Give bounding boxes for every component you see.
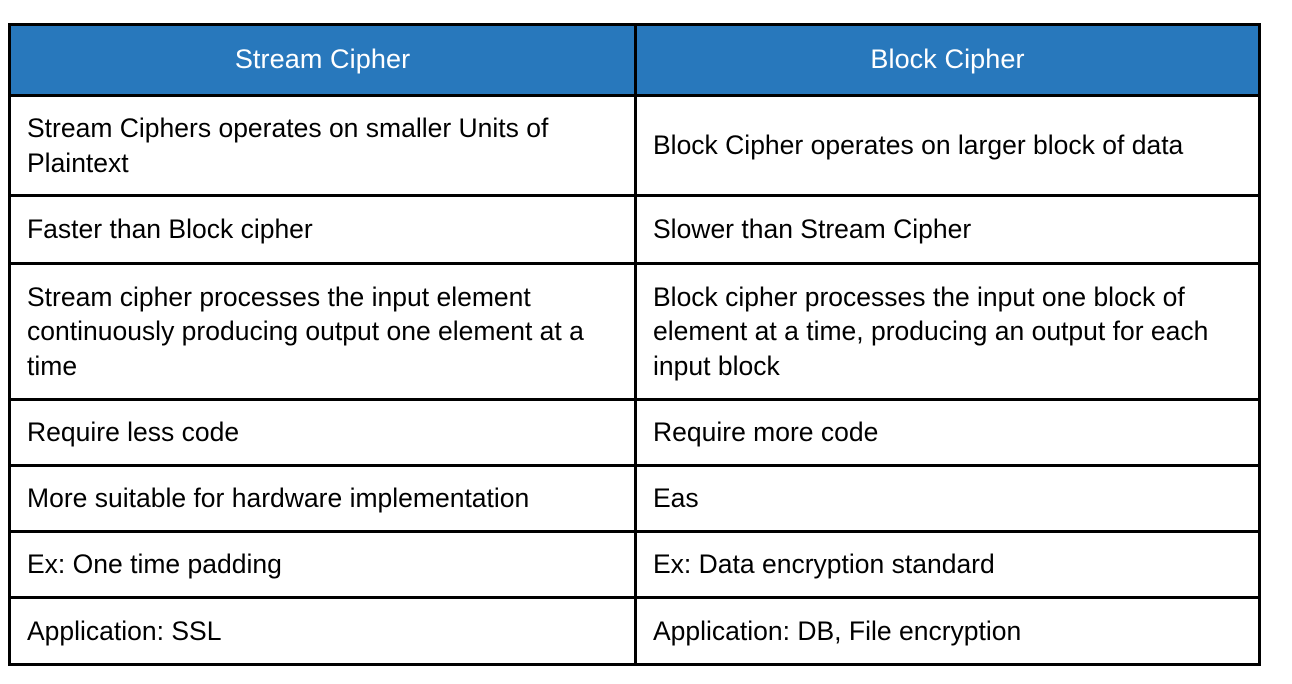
cell-stream-6: Application: SSL (8, 596, 637, 666)
cell-text-block-2: Block cipher processes the input one blo… (653, 281, 1216, 381)
cell-stream-2: Stream cipher processes the input elemen… (8, 262, 637, 401)
cell-text-stream-2: Stream cipher processes the input elemen… (27, 281, 592, 381)
cell-text-block-4: Eas (653, 483, 699, 514)
cell-stream-1: Faster than Block cipher (8, 194, 637, 265)
table-row: More suitable for hardware implementatio… (8, 464, 1261, 533)
table-row: Ex: One time padding Ex: Data encryption… (8, 530, 1261, 599)
table-row: Stream cipher processes the input elemen… (8, 262, 1261, 401)
cell-block-0: Block Cipher operates on larger block of… (634, 94, 1261, 197)
cell-text-block-5: Ex: Data encryption standard (653, 549, 995, 580)
column-header-block-cipher-label: Block Cipher (870, 44, 1025, 75)
cell-block-6: Application: DB, File encryption (634, 596, 1261, 666)
cell-text-block-0: Block Cipher operates on larger block of… (653, 130, 1184, 161)
cell-block-2: Block cipher processes the input one blo… (634, 262, 1261, 401)
table-row: Require less code Require more code (8, 398, 1261, 467)
cell-text-stream-0: Stream Ciphers operates on smaller Units… (27, 113, 556, 178)
cell-stream-4: More suitable for hardware implementatio… (8, 464, 637, 533)
cell-text-block-6: Application: DB, File encryption (653, 615, 1022, 646)
cell-text-stream-1: Faster than Block cipher (27, 214, 313, 245)
cell-stream-5: Ex: One time padding (8, 530, 637, 599)
cell-text-stream-6: Application: SSL (27, 615, 222, 646)
table-row: Stream Ciphers operates on smaller Units… (8, 94, 1261, 197)
cell-block-3: Require more code (634, 398, 1261, 467)
cell-block-1: Slower than Stream Cipher (634, 194, 1261, 265)
comparison-table-container: Stream Cipher Block Cipher Stream Cipher… (8, 23, 1261, 666)
column-header-stream-cipher: Stream Cipher (8, 23, 637, 97)
column-header-stream-cipher-label: Stream Cipher (234, 44, 411, 75)
table-row: Faster than Block cipher Slower than Str… (8, 194, 1261, 265)
cell-text-stream-4: More suitable for hardware implementatio… (27, 483, 530, 514)
cell-block-5: Ex: Data encryption standard (634, 530, 1261, 599)
column-header-block-cipher: Block Cipher (634, 23, 1261, 97)
table-header: Stream Cipher Block Cipher (8, 23, 1261, 97)
cipher-comparison-table: Stream Cipher Block Cipher Stream Cipher… (8, 23, 1261, 666)
cell-stream-0: Stream Ciphers operates on smaller Units… (8, 94, 637, 197)
cell-block-4: Eas (634, 464, 1261, 533)
cell-text-block-3: Require more code (653, 417, 879, 448)
table-row: Application: SSL Application: DB, File e… (8, 596, 1261, 666)
cell-text-stream-5: Ex: One time padding (27, 549, 282, 580)
table-header-row: Stream Cipher Block Cipher (8, 23, 1261, 97)
table-body: Stream Ciphers operates on smaller Units… (8, 94, 1261, 666)
cell-stream-3: Require less code (8, 398, 637, 467)
cell-text-stream-3: Require less code (27, 417, 240, 448)
cell-text-block-1: Slower than Stream Cipher (653, 214, 972, 245)
